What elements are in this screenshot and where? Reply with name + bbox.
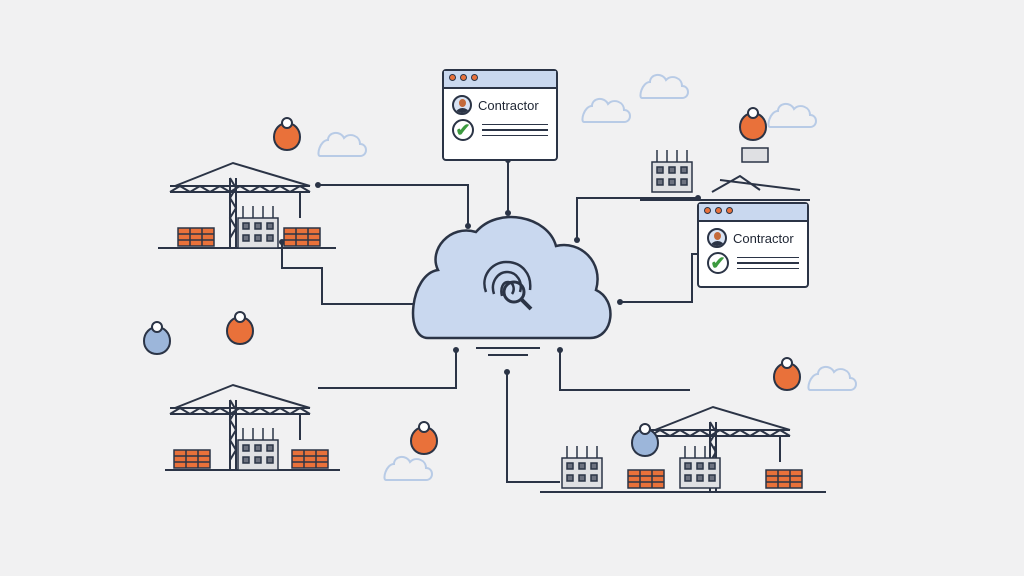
window-dot-icon xyxy=(471,74,478,81)
check-icon: ✔ xyxy=(452,119,474,141)
location-pin-icon[interactable] xyxy=(410,421,438,455)
small-cloud xyxy=(767,102,817,128)
construction-site-bottom-left[interactable] xyxy=(165,384,340,471)
small-cloud xyxy=(383,455,433,481)
central-cloud[interactable] xyxy=(411,215,612,340)
location-pin-icon[interactable] xyxy=(773,357,801,391)
card-titlebar xyxy=(699,204,807,222)
crate-icon xyxy=(173,449,211,469)
cloud-base-lines xyxy=(476,347,540,356)
window-dot-icon xyxy=(715,207,722,214)
fingerprint-search-icon xyxy=(483,260,533,311)
window-dot-icon xyxy=(460,74,467,81)
small-cloud xyxy=(317,131,367,157)
location-pin-icon[interactable] xyxy=(226,311,254,345)
text-lines xyxy=(737,253,799,274)
crate-icon xyxy=(177,227,215,247)
window-dot-icon xyxy=(726,207,733,214)
window-dot-icon xyxy=(449,74,456,81)
location-pin-icon[interactable] xyxy=(143,321,171,355)
contractor-name: Contractor xyxy=(478,97,539,113)
window-dot-icon xyxy=(704,207,711,214)
crate-icon xyxy=(283,227,321,247)
contractor-name: Contractor xyxy=(733,230,794,246)
building-icon xyxy=(561,445,603,489)
location-pin-icon[interactable] xyxy=(273,117,301,151)
construction-site-bottom-right[interactable] xyxy=(540,406,826,493)
contractor-card[interactable]: Contractor ✔ xyxy=(442,69,558,161)
location-pin-icon[interactable] xyxy=(739,107,767,141)
connector-lines xyxy=(281,160,700,483)
contractor-avatar-icon xyxy=(707,228,727,248)
construction-site-top-left[interactable] xyxy=(158,162,336,249)
contractor-card[interactable]: Contractor ✔ xyxy=(697,202,809,288)
building-icon xyxy=(679,445,721,489)
small-cloud xyxy=(639,73,689,99)
crate-icon xyxy=(627,469,665,489)
location-pin-icon[interactable] xyxy=(631,423,659,457)
building-icon xyxy=(237,205,279,249)
small-cloud xyxy=(807,365,857,391)
crate-icon xyxy=(765,469,803,489)
text-lines xyxy=(482,120,548,141)
building-icon xyxy=(651,149,693,193)
check-icon: ✔ xyxy=(707,252,729,274)
crate-icon xyxy=(291,449,329,469)
contractor-avatar-icon xyxy=(452,95,472,115)
construction-site-top-right[interactable] xyxy=(640,147,810,201)
building-icon xyxy=(237,427,279,471)
small-cloud xyxy=(581,97,631,123)
card-titlebar xyxy=(444,71,556,89)
